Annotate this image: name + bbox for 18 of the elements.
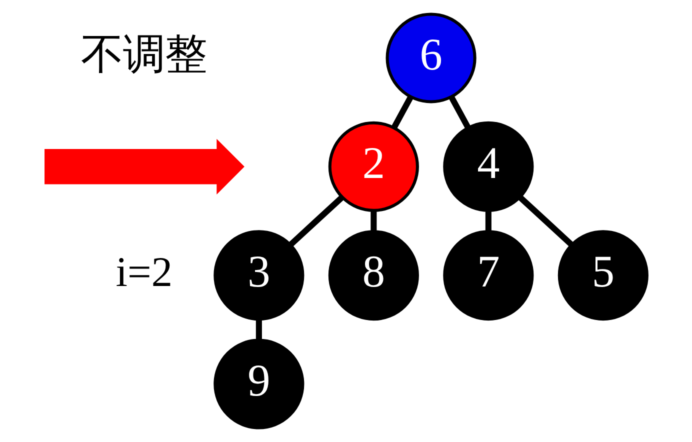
node-circle: 9 [213,338,304,430]
node-circle: 6 [385,12,476,104]
node-circle: 4 [442,121,534,212]
connector [288,195,344,247]
connector [484,210,491,232]
node-circle: 8 [328,230,418,321]
label: 不调整 [80,31,207,78]
node-arrow [44,138,244,194]
node-circle: 5 [557,230,648,321]
node-circle: 7 [442,230,534,321]
connector [370,210,376,232]
connector [255,319,262,340]
label: i=2 [115,248,172,296]
connector [390,96,413,130]
connector [448,96,470,130]
connector [518,195,573,247]
node-circle: 3 [213,230,304,321]
node-circle: 2 [328,121,418,212]
